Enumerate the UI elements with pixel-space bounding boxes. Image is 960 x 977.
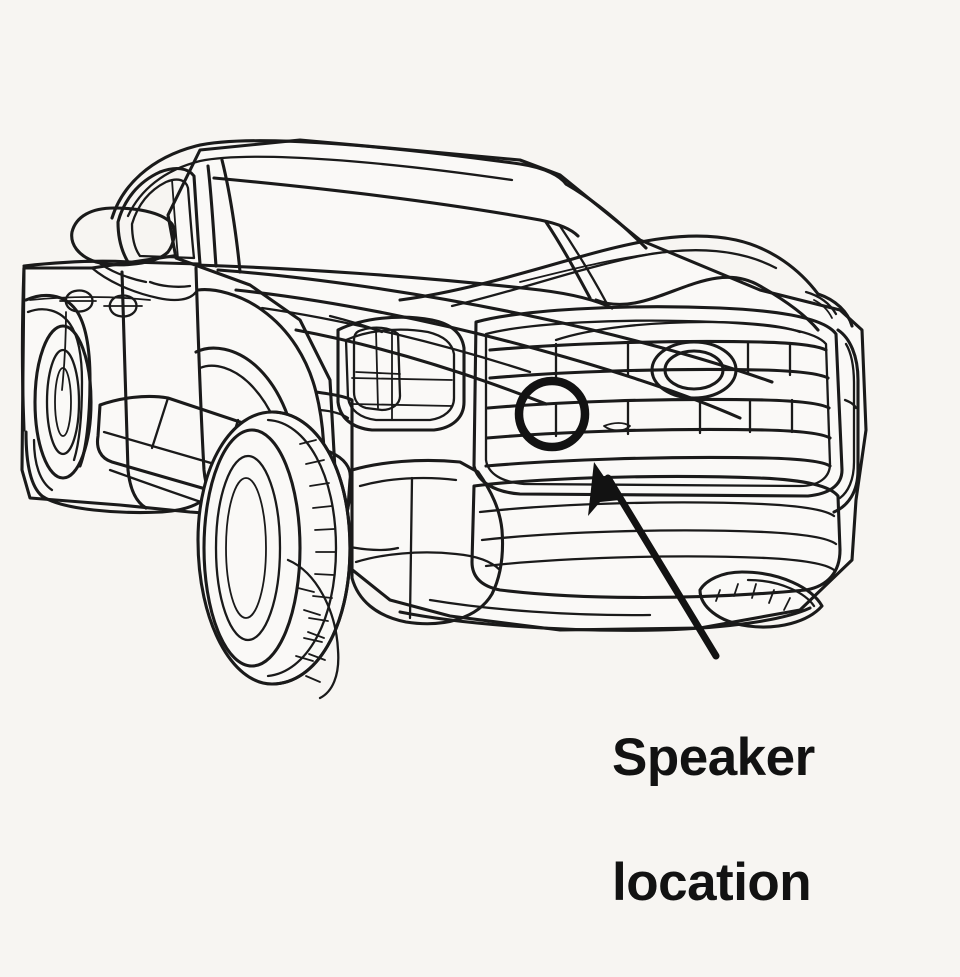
far-tire-inner-arc: [746, 578, 816, 608]
side-marker-vert: [375, 329, 379, 409]
bed-rear-edge: [20, 266, 26, 432]
hood-crease-2: [260, 306, 532, 374]
bumper-center-panel: [470, 474, 842, 600]
truck-bed-group: [20, 259, 212, 515]
brand-emblem: [650, 340, 738, 400]
rear-wheel-rim: [54, 367, 72, 437]
front-door-handle: [103, 294, 143, 318]
a-pillar-front-inner: [558, 224, 608, 304]
bed-skirt-inner: [32, 438, 54, 492]
b-pillar: [206, 164, 218, 268]
front-handle-cup: [108, 294, 138, 318]
grille-outer-frame: [472, 305, 844, 498]
rear-handle-cup: [64, 289, 94, 313]
front-wheel-rim-outer: [214, 454, 282, 642]
bumper-left-corner: [350, 458, 505, 626]
cowl-to-fender-line: [216, 268, 774, 384]
callout-label-line-2: location: [612, 852, 812, 912]
roof-to-pillar: [564, 182, 648, 250]
hood-group: [216, 234, 820, 420]
bumper-lower-valance: [398, 606, 812, 632]
rear-door-seam: [120, 270, 148, 510]
grille-right-bezel: [832, 328, 860, 514]
grille-right-bezel-notch: [843, 398, 858, 410]
callout-arrow-head: [588, 462, 620, 516]
grille-slat-2: [488, 367, 830, 380]
b-pillar-inner: [220, 158, 242, 274]
far-tire-visible-arc: [698, 570, 824, 629]
grille-slat-3: [486, 397, 831, 410]
callout-label: Speaker location: [612, 664, 932, 977]
bumper-center-line-2: [480, 529, 838, 546]
far-front-wheel-group: [698, 570, 824, 629]
emblem-inner-oval: [663, 349, 725, 391]
mirror-arm-upper: [96, 260, 148, 284]
hood-crease-3: [294, 328, 548, 406]
roof-outer-edge: [110, 139, 568, 220]
upper-body-crease: [29, 296, 151, 301]
front-tire-rear-rib: [286, 558, 340, 700]
grille-slat-5: [484, 455, 832, 468]
mirror-arm-lower: [90, 266, 198, 302]
bumper-center-line-3: [484, 555, 836, 572]
front-wheel-group: [196, 410, 352, 700]
front-bumper-group: [350, 458, 842, 632]
hood-leading-edge: [398, 234, 820, 302]
grille-slat-1: [488, 339, 828, 352]
right-fender-top: [816, 292, 854, 328]
rear-quarter-window: [116, 166, 202, 266]
right-fender-detail: [813, 299, 833, 319]
running-board-step-1: [150, 396, 170, 450]
grille-upper-accent: [554, 320, 802, 342]
bumper-left-crease: [358, 476, 458, 488]
callout-arrow-shaft: [604, 474, 720, 660]
hood-bulge-accent: [519, 251, 669, 283]
emblem-outer-oval: [650, 340, 738, 400]
grille-slat-4: [485, 427, 832, 440]
windshield-bottom: [194, 263, 614, 310]
grille-small-tab: [603, 422, 631, 432]
mirror-mount: [148, 280, 192, 288]
rear-tire-sidewall: [45, 348, 81, 456]
headlight-housing: [336, 315, 466, 432]
front-wheel-rim-inner: [225, 477, 267, 619]
right-fender-top-inner: [804, 290, 838, 316]
valance-inner-line: [428, 598, 652, 617]
headlight-group: [336, 315, 466, 432]
rear-quarter-window-inner: [130, 178, 196, 260]
front-tire-tread-band: [270, 410, 352, 686]
front-tire-tread-inner: [266, 418, 338, 678]
headlight-divider-h2: [351, 403, 453, 407]
callout-label-line-1: Speaker: [612, 727, 815, 787]
quarter-window-divider: [171, 179, 179, 259]
callout-arrow: [588, 462, 720, 660]
rear-wheel-group: [33, 324, 93, 480]
roof-inner-edge: [126, 155, 514, 218]
tire-tread-marks-2: [297, 587, 326, 683]
headlight-lens: [344, 328, 456, 422]
rear-wheel-arch-inner: [26, 308, 84, 462]
speaker-location-marker-circle: [514, 376, 590, 452]
tire-tread-marks: [295, 439, 336, 662]
hood-front-edge-upper: [594, 275, 820, 332]
bumper-left-seam: [408, 476, 414, 620]
bed-top-rail: [22, 259, 132, 268]
right-body-side-group: [804, 290, 854, 328]
grille-right-bezel-inner: [838, 342, 856, 500]
front-tire-sidewall: [202, 428, 302, 668]
bumper-left-crease-2: [354, 551, 502, 572]
bumper-center-line-1: [478, 501, 836, 518]
headlight-divider-h: [351, 377, 453, 381]
rear-tire-outer: [33, 324, 93, 480]
fender-flare-crease: [318, 408, 350, 420]
windshield-top: [212, 176, 580, 238]
cab-greenhouse-group: [110, 139, 648, 310]
front-tire-outer: [196, 410, 352, 686]
far-tire-tread-marks: [715, 583, 791, 611]
bed-lower-skirt: [24, 430, 212, 515]
